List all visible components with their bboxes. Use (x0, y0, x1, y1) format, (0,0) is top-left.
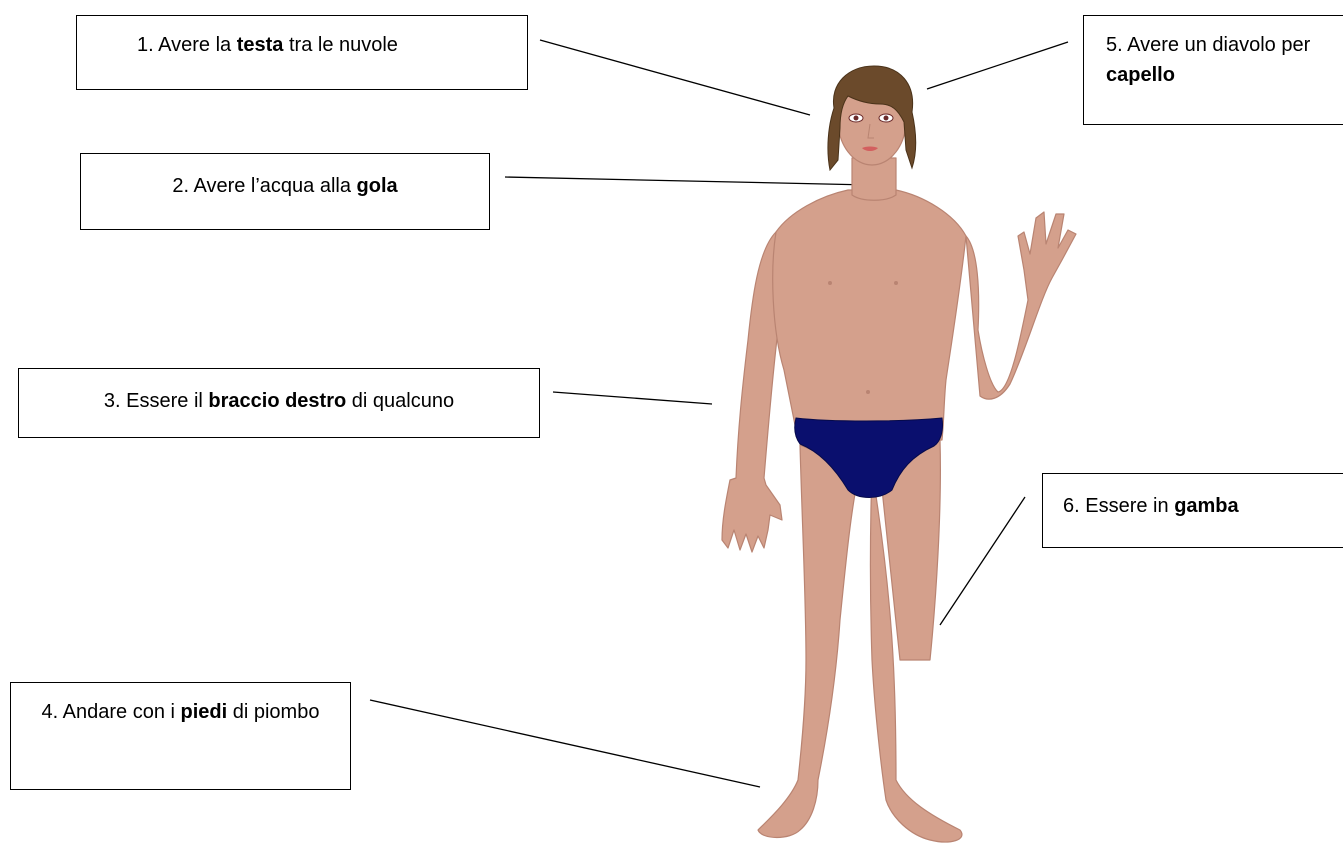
label-text-post: di piombo (227, 701, 320, 723)
leader-line-capello (926, 41, 1069, 90)
label-number: 5. (1106, 34, 1123, 56)
label-box-piedi: 4. Andare con i piedi di piombo (10, 682, 351, 790)
navel (866, 390, 870, 394)
left-arm (965, 211, 1077, 400)
right-arm (721, 231, 783, 553)
torso-details (828, 281, 898, 394)
label-box-gola: 2. Avere l’acqua alla gola (80, 153, 490, 230)
leader-line-testa (539, 39, 811, 116)
label-text-pre: Avere l’acqua alla (193, 175, 357, 197)
leader-lines (369, 39, 1069, 788)
nose (867, 123, 874, 139)
right-leg (757, 444, 861, 839)
label-number: 4. (41, 701, 59, 723)
neck (851, 157, 897, 201)
label-number: 6. (1063, 495, 1080, 517)
leader-line-piedi (369, 699, 761, 788)
label-text-pre: Essere in (1085, 495, 1175, 517)
torso (772, 189, 967, 441)
hair (827, 65, 917, 172)
pupil-left (853, 115, 859, 121)
label-keyword: capello (1106, 64, 1175, 86)
label-keyword: gola (356, 175, 398, 197)
nipple-right (828, 281, 832, 285)
mouth (862, 146, 878, 151)
label-box-braccio: 3. Essere il braccio destro di qualcuno (18, 368, 540, 438)
label-keyword: braccio destro (208, 390, 347, 412)
label-box-testa: 1. Avere la testa tra le nuvole (76, 15, 528, 90)
nipple-left (894, 281, 898, 285)
label-number: 2. (172, 175, 190, 197)
pupil-right (883, 115, 889, 121)
face (848, 113, 894, 151)
label-box-capello: 5. Avere un diavolo per capello (1083, 15, 1343, 125)
label-text-pre: Avere la (153, 34, 237, 56)
leader-line-gamba (939, 496, 1026, 626)
human-figure (721, 74, 1077, 843)
label-text-pre: Andare con i (62, 701, 181, 723)
label-text-pre: Avere un diavolo per (1127, 34, 1311, 56)
label-text-pre: Essere il (126, 390, 209, 412)
swim-briefs (794, 417, 943, 498)
label-keyword: testa (236, 34, 284, 56)
label-keyword: gamba (1174, 495, 1239, 517)
leader-line-gola (504, 176, 871, 186)
label-text-post: di qualcuno (346, 390, 455, 412)
left-leg (869, 439, 963, 843)
label-keyword: piedi (180, 701, 228, 723)
leader-line-braccio (552, 391, 713, 405)
label-box-gamba: 6. Essere in gamba (1042, 473, 1343, 548)
label-number: 3. (103, 390, 121, 412)
label-number: 1. (137, 34, 154, 56)
label-text-post: tra le nuvole (283, 34, 398, 56)
